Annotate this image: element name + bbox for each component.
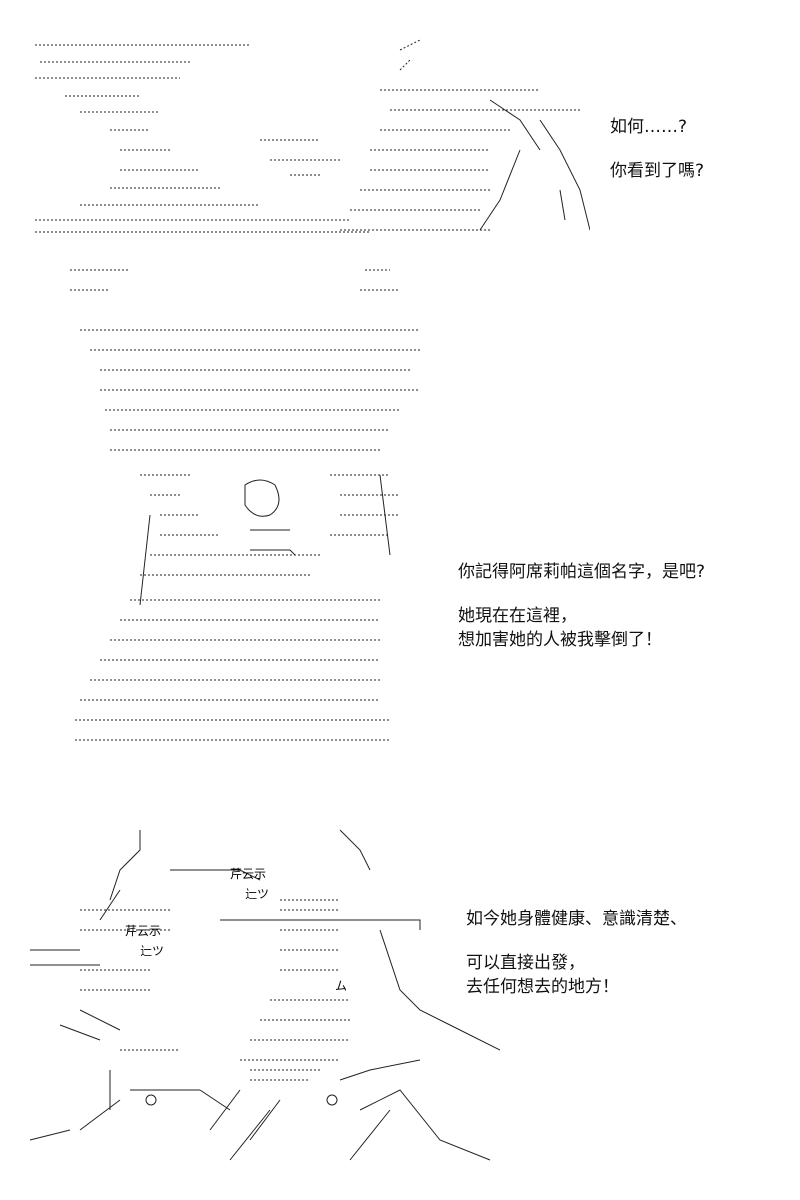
panel-1: 如何……? 你看到了嗎?: [0, 0, 800, 250]
dialogue-line: 你看到了嗎?: [610, 161, 705, 181]
panel-2: 你記得阿席莉帕這個名字，是吧? 她現在在這裡， 想加害她的人被我擊倒了！: [0, 255, 800, 775]
panel-3: 芹云示 芹云示 辷ツ 辷ツ ム 如今她身體健康、意識清楚、 可以直接出發， 去任…: [0, 810, 800, 1200]
art-label: 辷ツ: [245, 887, 269, 901]
ascii-art-figure-lying: [20, 0, 590, 245]
ascii-art-drawing: [70, 269, 420, 741]
dialogue-line: 如何……?: [610, 117, 688, 137]
dialogue-line: 想加害她的人被我擊倒了！: [458, 630, 662, 650]
ascii-art-figure-standing: 芹云示 芹云示 辷ツ 辷ツ ム: [20, 810, 500, 1170]
dialogue-line: 如今她身體健康、意識清楚、: [466, 909, 687, 929]
ascii-art-drawing: 芹云示 芹云示 辷ツ 辷ツ ム: [29, 829, 500, 1161]
art-label: 芹云示: [125, 924, 161, 938]
ascii-art-drawing: [35, 39, 590, 233]
dialogue-block-2: 你記得阿席莉帕這個名字，是吧? 她現在在這裡， 想加害她的人被我擊倒了！: [458, 560, 705, 652]
dialogue-line: 去任何想去的地方！: [466, 977, 619, 997]
ascii-art-figure-closeup: [20, 255, 440, 755]
dialogue-block-3: 如今她身體健康、意識清楚、 可以直接出發， 去任何想去的地方！: [466, 907, 687, 999]
dialogue-block-1: 如何……? 你看到了嗎?: [610, 115, 704, 183]
dialogue-line: 你記得阿席莉帕這個名字，是吧?: [458, 562, 706, 582]
dialogue-line: 她現在在這裡，: [458, 606, 577, 626]
art-label: 芹云示: [230, 867, 266, 881]
dialogue-line: 可以直接出發，: [466, 953, 585, 973]
art-label: ム: [335, 979, 347, 993]
art-label: 辷ツ: [140, 944, 164, 958]
